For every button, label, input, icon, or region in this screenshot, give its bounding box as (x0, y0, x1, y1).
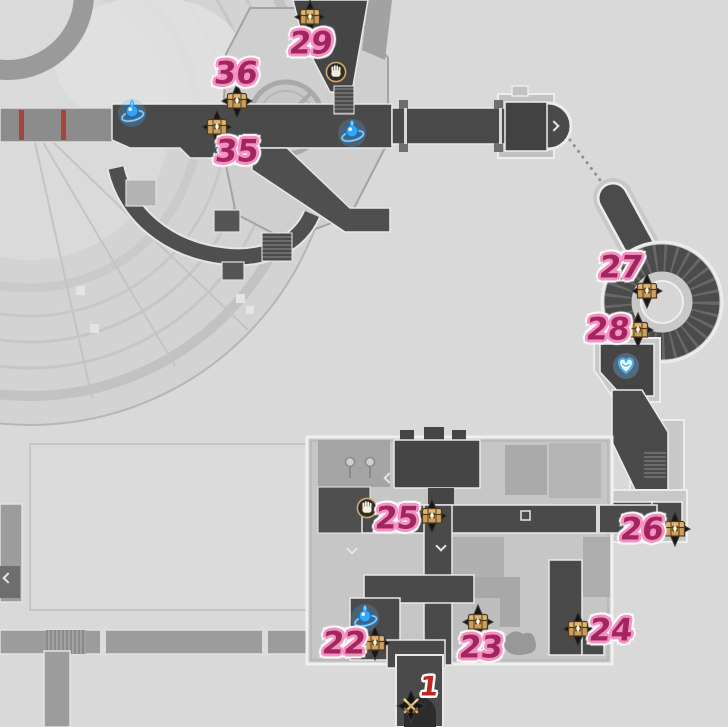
chest-number-label[interactable]: 35 (213, 133, 261, 170)
heart-anchor-icon[interactable] (610, 351, 642, 381)
chest-number-label[interactable]: 25 (373, 500, 421, 537)
east-corridor (391, 85, 573, 159)
chest-number-text: 24 (587, 612, 635, 649)
chest-number-text: 22 (320, 625, 368, 662)
chest-number-label[interactable]: 23 (457, 629, 505, 666)
chest-number-text: 23 (457, 629, 505, 666)
chest-number-label[interactable]: 28 (584, 311, 632, 348)
treasure-chest-icon[interactable] (290, 0, 330, 36)
space-anchor-icon[interactable] (114, 96, 150, 130)
space-anchor-icon[interactable] (347, 601, 383, 635)
hand-pickup-icon[interactable] (356, 497, 378, 519)
space-anchor-icon[interactable] (334, 116, 370, 150)
chest-number-label[interactable]: 24 (587, 612, 635, 649)
chest-number-text: 28 (584, 311, 632, 348)
treasure-chest-icon[interactable] (217, 82, 257, 120)
hand-pickup-icon[interactable] (325, 61, 347, 83)
chest-number-text: 35 (213, 133, 261, 170)
treasure-chest-icon[interactable] (458, 603, 498, 641)
chest-number-text: 27 (597, 249, 645, 286)
chest-number-label[interactable]: 27 (597, 249, 645, 286)
treasure-chest-icon[interactable] (412, 497, 452, 535)
treasure-chest-icon[interactable] (355, 624, 395, 662)
treasure-chest-icon[interactable] (197, 108, 237, 146)
chest-number-text: 29 (287, 25, 335, 62)
treasure-chest-icon[interactable] (627, 272, 667, 310)
chest-number-label[interactable]: 36 (212, 55, 260, 92)
chest-number-label[interactable]: 29 (287, 25, 335, 62)
boss-number-text: 1 (417, 671, 441, 703)
battle-boss-icon[interactable] (393, 688, 429, 724)
chest-number-label[interactable]: 26 (618, 511, 666, 548)
chest-number-text: 36 (212, 55, 260, 92)
chest-number-text: 25 (373, 500, 421, 537)
dotted-trail (568, 138, 608, 190)
top-corridors (0, 0, 393, 281)
chest-number-text: 26 (618, 511, 666, 548)
yard-outline (29, 443, 311, 611)
boss-number-label[interactable]: 1 (417, 671, 441, 703)
treasure-chest-icon[interactable] (655, 510, 695, 548)
chest-number-label[interactable]: 22 (320, 625, 368, 662)
treasure-chest-icon[interactable] (618, 311, 658, 349)
treasure-chest-icon[interactable] (558, 610, 598, 648)
left-corridors (0, 503, 331, 727)
